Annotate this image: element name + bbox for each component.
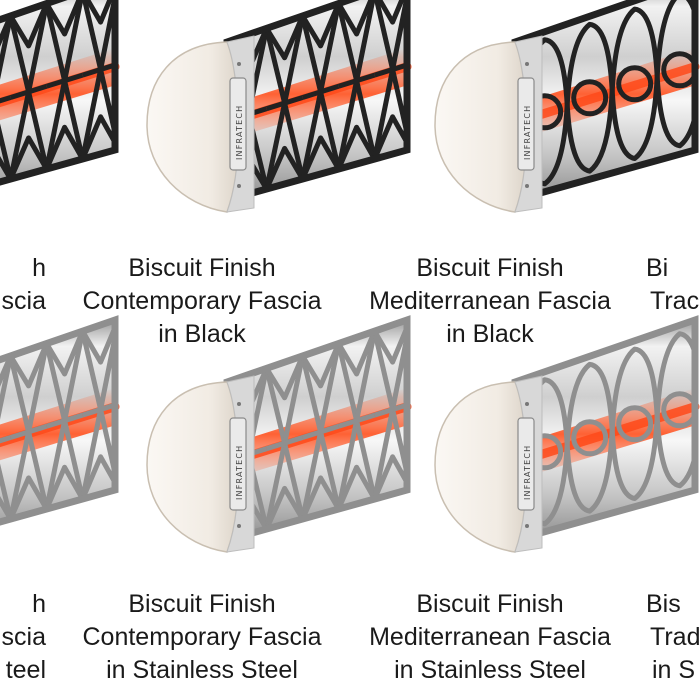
product-tile[interactable]: INFRATECH h scia teel (0, 315, 120, 684)
heater-image: INFRATECH (628, 0, 700, 230)
screw-icon (525, 62, 529, 66)
end-cap (434, 381, 527, 553)
caption-line: in S (652, 656, 696, 684)
caption-fascia: Contemporary Fascia (82, 287, 322, 315)
heater-image: INFRATECH (0, 315, 120, 531)
heater-image: INFRATECH (146, 0, 412, 213)
heater-image: INFRATECH (434, 315, 700, 553)
product-tile[interactable]: INFRATECH Biscuit Finish Mediterranean F… (340, 315, 700, 684)
caption-color: in Stainless Steel (106, 656, 298, 684)
brand-badge: INFRATECH (517, 77, 535, 171)
caption-color: in Stainless Steel (394, 656, 586, 684)
product-caption: Bis Trad in S (628, 588, 700, 687)
product-caption: Biscuit Finish Contemporary Fascia in Bl… (52, 252, 352, 351)
product-tile[interactable]: INFRATECH Biscuit Finish Contemporary Fa… (52, 315, 412, 684)
screw-icon (237, 184, 241, 188)
product-caption: h scia (0, 252, 60, 318)
caption-line: Bis (646, 590, 681, 618)
fascia-frame (0, 0, 119, 186)
end-cap (146, 41, 239, 213)
brand-badge: INFRATECH (517, 417, 535, 511)
caption-line: h (32, 254, 46, 282)
screw-icon (237, 402, 241, 406)
heater-image: INFRATECH (146, 315, 412, 553)
caption-line: teel (5, 656, 46, 684)
caption-finish: Biscuit Finish (416, 590, 564, 618)
caption-color: in Black (446, 320, 534, 348)
product-tile[interactable]: INFRATECH Bi Trac (628, 0, 700, 340)
brand-badge: INFRATECH (229, 77, 247, 171)
product-tile[interactable]: INFRATECH Bis Trad in S (628, 340, 700, 684)
caption-fascia: Mediterranean Fascia (369, 623, 611, 651)
fascia-pattern (0, 0, 115, 191)
product-caption: Bi Trac (628, 252, 700, 318)
screw-icon (525, 184, 529, 188)
caption-line: scia (1, 623, 46, 651)
caption-fascia: Contemporary Fascia (82, 623, 322, 651)
brand-text: INFRATECH (523, 105, 532, 160)
caption-line: h (32, 590, 46, 618)
screw-icon (525, 402, 529, 406)
fascia-pattern (0, 320, 115, 531)
product-tile[interactable]: INFRATECH Biscuit Finish Contemporary Fa… (52, 0, 412, 348)
heater-image: INFRATECH (628, 340, 700, 570)
caption-line: Trad (650, 623, 700, 651)
screw-icon (237, 62, 241, 66)
heater-image: INFRATECH (0, 0, 120, 191)
caption-color: in Black (158, 320, 246, 348)
caption-line: Bi (646, 254, 669, 282)
product-tile[interactable]: INFRATECH h scia (0, 0, 120, 340)
end-cap (146, 381, 239, 553)
product-caption: Biscuit Finish Mediterranean Fascia in B… (340, 252, 640, 351)
end-cap (434, 41, 527, 213)
product-caption: Biscuit Finish Contemporary Fascia in St… (52, 588, 352, 687)
fascia-frame (0, 315, 119, 526)
brand-text: INFRATECH (235, 445, 244, 500)
product-tile[interactable]: INFRATECH Biscuit Finish Mediterranean F… (340, 0, 700, 348)
product-caption: h scia teel (0, 588, 60, 687)
screw-icon (237, 524, 241, 528)
screw-icon (525, 524, 529, 528)
brand-badge: INFRATECH (229, 417, 247, 511)
caption-line: Trac (650, 287, 700, 315)
brand-text: INFRATECH (235, 105, 244, 160)
caption-finish: Biscuit Finish (128, 590, 276, 618)
caption-fascia: Mediterranean Fascia (369, 287, 611, 315)
brand-text: INFRATECH (523, 445, 532, 500)
caption-line: scia (1, 287, 46, 315)
caption-finish: Biscuit Finish (416, 254, 564, 282)
caption-finish: Biscuit Finish (128, 254, 276, 282)
product-caption: Biscuit Finish Mediterranean Fascia in S… (340, 588, 640, 687)
heater-image: INFRATECH (434, 0, 700, 213)
